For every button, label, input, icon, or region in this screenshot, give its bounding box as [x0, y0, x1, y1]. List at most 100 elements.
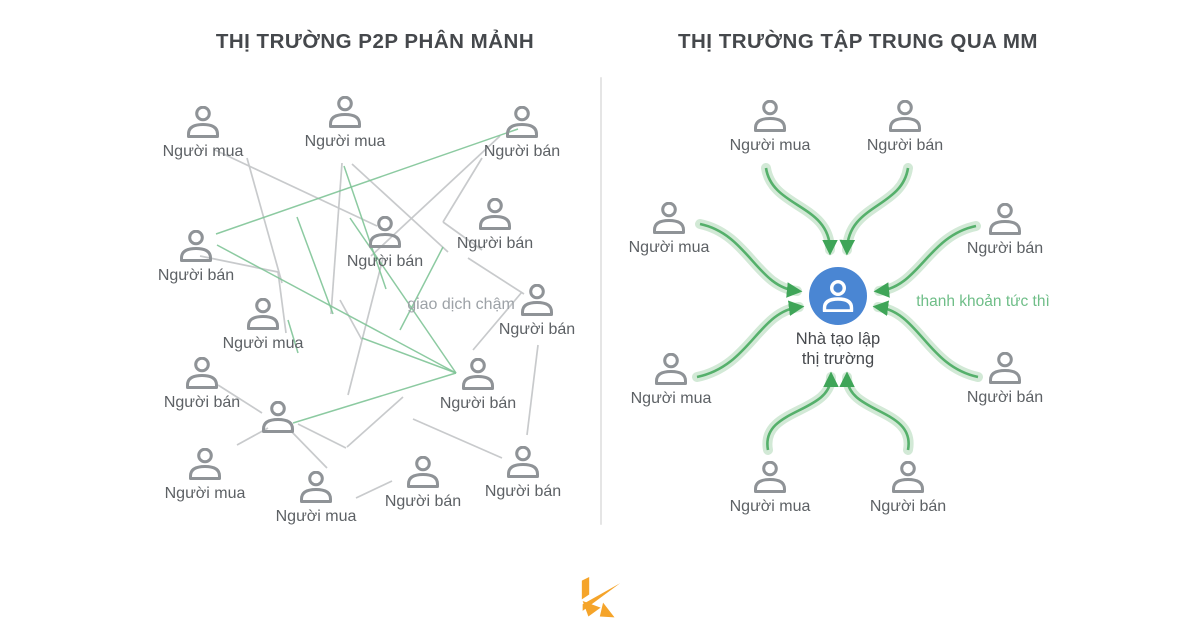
person-label: Người mua [630, 390, 712, 407]
person-node-seller: Người bán [147, 357, 257, 412]
person-icon [262, 401, 294, 433]
k-logo [581, 576, 621, 618]
person-icon [653, 202, 685, 234]
link-line [199, 255, 279, 273]
flow-arrow [764, 167, 838, 256]
person-icon [329, 96, 361, 128]
person-label: Người bán [483, 143, 561, 160]
link-line [246, 157, 283, 284]
flow-arrow [839, 371, 910, 451]
person-label: Người mua [162, 143, 244, 160]
person-label: Người bán [384, 493, 462, 510]
person-node-buyer: Người mua [616, 353, 726, 408]
person-label: Người mua [275, 508, 357, 525]
link-line [214, 149, 378, 227]
person-label: Người bán [498, 321, 576, 338]
slow-transaction-note: giao dịch chậm [407, 296, 515, 313]
link-line [351, 163, 449, 253]
person-node-seller: Người bán [440, 198, 550, 253]
link-line [287, 319, 299, 354]
flow-arrow [872, 300, 979, 379]
person-icon [892, 461, 924, 493]
link-line [330, 162, 343, 315]
flow-arrow [873, 224, 977, 298]
flow-arrow-glow [761, 163, 835, 255]
market-maker-label-line1: Nhà tạo lập [795, 330, 881, 348]
person-icon [462, 358, 494, 390]
flow-arrow-glow [842, 372, 914, 455]
p2p-network-links [199, 128, 539, 499]
flow-arrow-glow [762, 372, 836, 455]
person-node-buyer: Người mua [148, 106, 258, 161]
person-label: Người bán [346, 253, 424, 270]
link-line [399, 246, 444, 331]
person-icon [989, 352, 1021, 384]
link-line [346, 396, 404, 448]
person-icon [180, 230, 212, 262]
panel-divider [600, 77, 602, 525]
link-line [215, 128, 519, 235]
person-node-seller: Người bán [853, 461, 963, 516]
person-node-seller: Người bán [141, 230, 251, 285]
person-node-buyer: Người mua [715, 461, 825, 516]
link-line [412, 418, 503, 459]
person-icon [507, 446, 539, 478]
person-label: Người mua [729, 498, 811, 515]
person-label: Người bán [966, 240, 1044, 257]
person-node-buyer: Người mua [715, 100, 825, 155]
person-label: Người mua [628, 239, 710, 256]
link-line [289, 429, 328, 469]
person-node-seller: Người bán [368, 456, 478, 511]
person-icon [187, 106, 219, 138]
right-panel-title: THỊ TRƯỜNG TẬP TRUNG QUA MM [677, 30, 1039, 53]
person-label: Người bán [966, 389, 1044, 406]
person-node-seller: Người bán [950, 203, 1060, 258]
person-node-seller: Người bán [468, 446, 578, 501]
person-node-buyer: Người mua [290, 96, 400, 151]
link-line [442, 157, 483, 223]
link-line [297, 423, 347, 449]
person-icon [247, 298, 279, 330]
link-line [343, 165, 387, 290]
link-line [467, 257, 525, 295]
person-label: Người mua [729, 137, 811, 154]
person-label: Người mua [304, 133, 386, 150]
person-icon [889, 100, 921, 132]
person-node-buyer: Người mua [150, 448, 260, 503]
liquidity-flow-arrows [692, 163, 983, 455]
person-node-seller: Người bán [482, 284, 592, 339]
person-icon [754, 100, 786, 132]
flow-arrow [699, 222, 803, 298]
person-node-buyer: Người mua [614, 202, 724, 257]
person-label: Người bán [439, 395, 517, 412]
link-line [277, 271, 287, 334]
link-line [216, 244, 457, 374]
person-label: Người bán [157, 267, 235, 284]
person-label: Người mua [164, 485, 246, 502]
instant-liquidity-note: thanh khoản tức thì [916, 293, 1050, 310]
person-node-seller: Người bán [850, 100, 960, 155]
person-node-buyer: Người mua [261, 471, 371, 526]
link-line [292, 372, 457, 424]
flow-arrow-glow [842, 163, 913, 255]
link-line [217, 384, 263, 414]
flow-arrow [696, 300, 805, 379]
person-icon [754, 461, 786, 493]
market-maker-label: Nhà tạo lập thị trường [758, 329, 918, 369]
person-label: Người bán [456, 235, 534, 252]
person-node-buyer: Người mua [208, 298, 318, 353]
person-node-seller: Người bán [423, 358, 533, 413]
person-icon [407, 456, 439, 488]
flow-arrow [766, 371, 839, 451]
link-line [355, 480, 393, 499]
person-icon [300, 471, 332, 503]
link-line [442, 221, 483, 251]
link-line [296, 216, 334, 315]
person-icon [506, 106, 538, 138]
link-line [472, 291, 523, 351]
person-node-unlabeled [223, 401, 333, 433]
market-maker-label-line2: thị trường [801, 350, 875, 368]
person-icon [521, 284, 553, 316]
person-label: Người bán [484, 483, 562, 500]
left-panel-title: THỊ TRƯỜNG P2P PHÂN MẢNH [215, 30, 535, 53]
